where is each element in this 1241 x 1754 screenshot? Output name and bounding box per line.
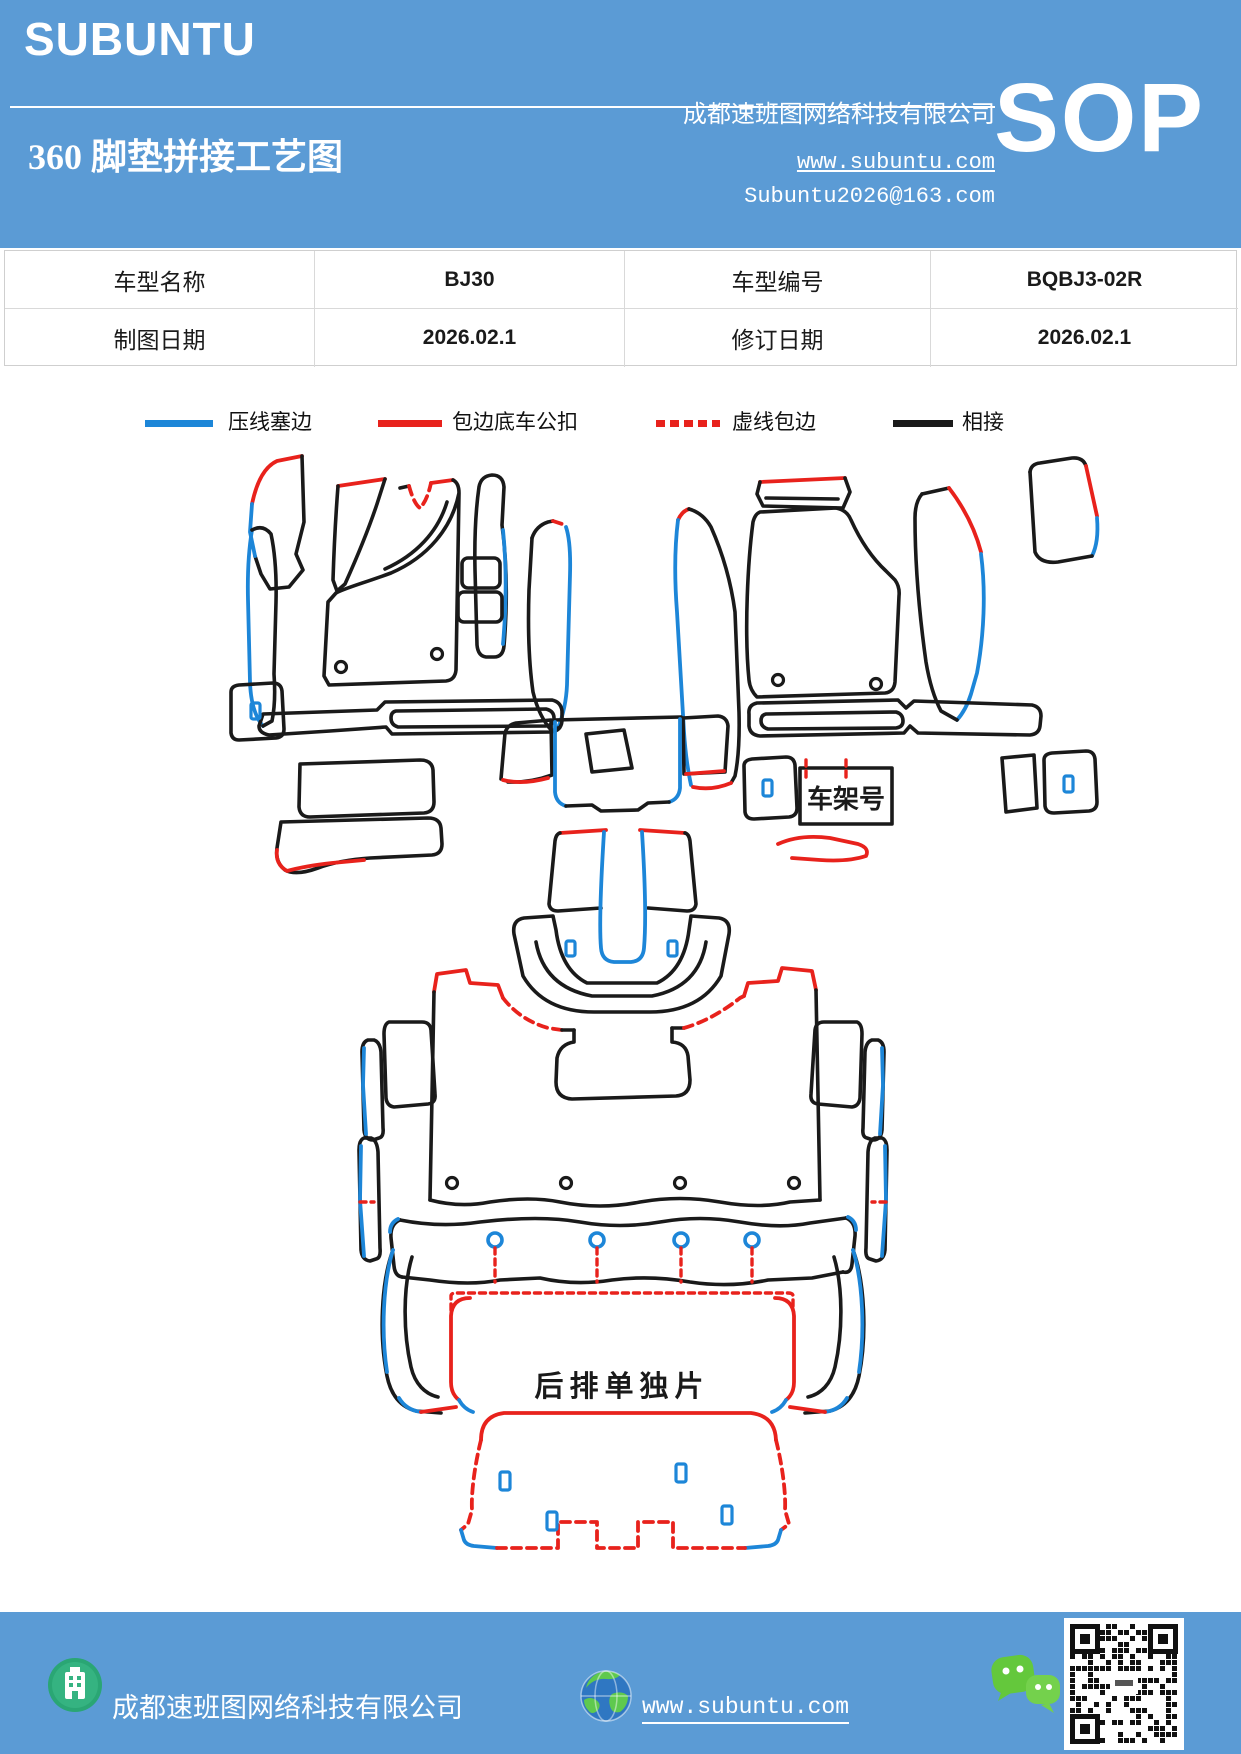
- center-console-pieces: [499, 714, 732, 1014]
- header-email[interactable]: Subuntu2026@163.com: [744, 184, 995, 209]
- legend-label-press-edge: 压线塞边: [228, 410, 312, 434]
- front-left-mat-group: [229, 454, 634, 875]
- model-name-value: BJ30: [315, 251, 625, 309]
- building-icon: [46, 1656, 104, 1719]
- legend-label-dashed-binding: 虚线包边: [732, 410, 816, 434]
- legend-swatch-join: [893, 420, 953, 427]
- legend-label-join: 相接: [962, 410, 1004, 434]
- side-hook-pieces-left: [357, 1020, 458, 1415]
- legend-swatch-press-edge: [145, 420, 213, 427]
- revise-date-value: 2026.02.1: [1037, 326, 1132, 349]
- draw-date-value: 2026.02.1: [315, 309, 625, 367]
- sop-badge: SOP: [994, 63, 1205, 172]
- draw-date-label: 制图日期: [5, 309, 315, 367]
- rear-piece-label: 后排单独片: [534, 1370, 709, 1403]
- revise-date-label: 修订日期: [625, 309, 931, 367]
- qr-code: [1064, 1618, 1184, 1750]
- front-right-mat-group: 车架号: [673, 456, 1100, 863]
- model-code-label: 车型编号: [625, 251, 931, 309]
- page-title: 360 脚垫拼接工艺图: [28, 137, 344, 177]
- brand-logo: SUBUNTU: [24, 13, 256, 65]
- frame-number-label: 车架号: [807, 784, 885, 814]
- header-divider: [10, 106, 995, 108]
- footer-company-name: 成都速班图网络科技有限公司: [112, 1693, 463, 1723]
- footer-website-link[interactable]: www.subuntu.com: [642, 1694, 850, 1724]
- header-company-name: 成都速班图网络科技有限公司: [683, 102, 995, 128]
- model-code-value: BQBJ3-02R: [931, 251, 1238, 309]
- mat-splice-diagram: 车架号: [0, 430, 1241, 1575]
- model-name-label: 车型名称: [5, 251, 315, 309]
- frame-number-box: [798, 766, 894, 826]
- legend-swatch-dashed-binding: [656, 420, 720, 427]
- page-header: SUBUNTU 360 脚垫拼接工艺图 成都速班图网络科技有限公司 www.su…: [0, 0, 1241, 248]
- rear-bridge-piece: 后排单独片: [449, 1296, 796, 1414]
- globe-icon: [580, 1670, 632, 1727]
- line-legend: 压线塞边 包边底车公扣 虚线包边 相接: [0, 406, 1241, 440]
- cargo-mat-group: [428, 966, 822, 1208]
- tailgate-strip-group: [388, 1215, 858, 1312]
- rear-row-piece: [459, 1411, 791, 1550]
- legend-swatch-binding: [378, 420, 442, 427]
- wechat-icon: [988, 1652, 1066, 1723]
- side-hook-pieces-right: [788, 1020, 889, 1415]
- header-website-link[interactable]: www.subuntu.com: [796, 150, 995, 175]
- vehicle-info-table: 车型名称 BJ30 车型编号 BQBJ3-02R 制图日期 2026.02.1 …: [4, 250, 1238, 367]
- page-footer: 成都速班图网络科技有限公司 www.subuntu.com: [0, 1612, 1241, 1754]
- legend-label-binding: 包边底车公扣: [452, 410, 578, 434]
